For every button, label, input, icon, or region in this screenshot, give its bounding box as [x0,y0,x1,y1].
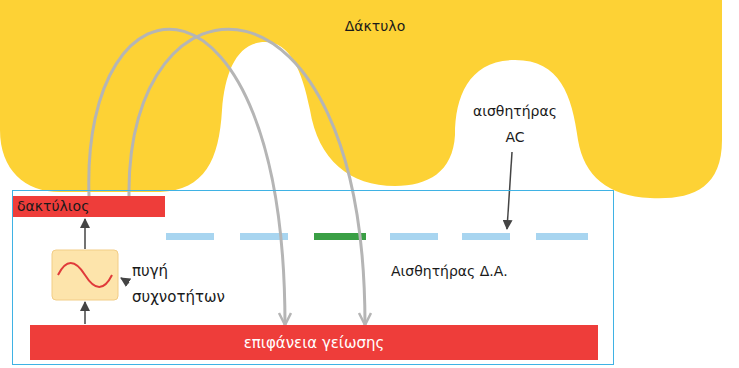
ring-electrode: δακτύλιος [13,196,165,217]
node-text: επιφάνεια γείωσης [244,333,385,353]
sensor-electrode [536,233,588,240]
signal-arrow [84,219,86,249]
callout-label: αισθητήρας AC [467,98,563,150]
finger-shape: Δάκτυλο [0,0,739,205]
field-line [129,29,365,325]
field-line [89,29,285,325]
node-text: δακτύλιος [17,197,89,216]
finger-fill [0,0,722,198]
sensor-housing: Αισθητήρας Δ.Α. δακτύλιος επιφάνεια γείωση… [12,190,614,365]
source-label: πυγή συχνοτήτων [132,258,244,310]
node-text: Δάκτυλο [345,17,405,36]
signal-arrow [84,302,86,324]
node-text: Αισθητήρας Δ.Α. [391,262,508,281]
leader-arrow [121,278,129,283]
sensor-electrode [166,233,214,240]
sine-wave [58,263,112,287]
oscillator-box [52,250,118,300]
ground-plane: επιφάνεια γείωσης [30,325,598,360]
active-electrode [314,233,366,240]
sensor-electrode [390,233,438,240]
sensor-electrode [462,233,510,240]
